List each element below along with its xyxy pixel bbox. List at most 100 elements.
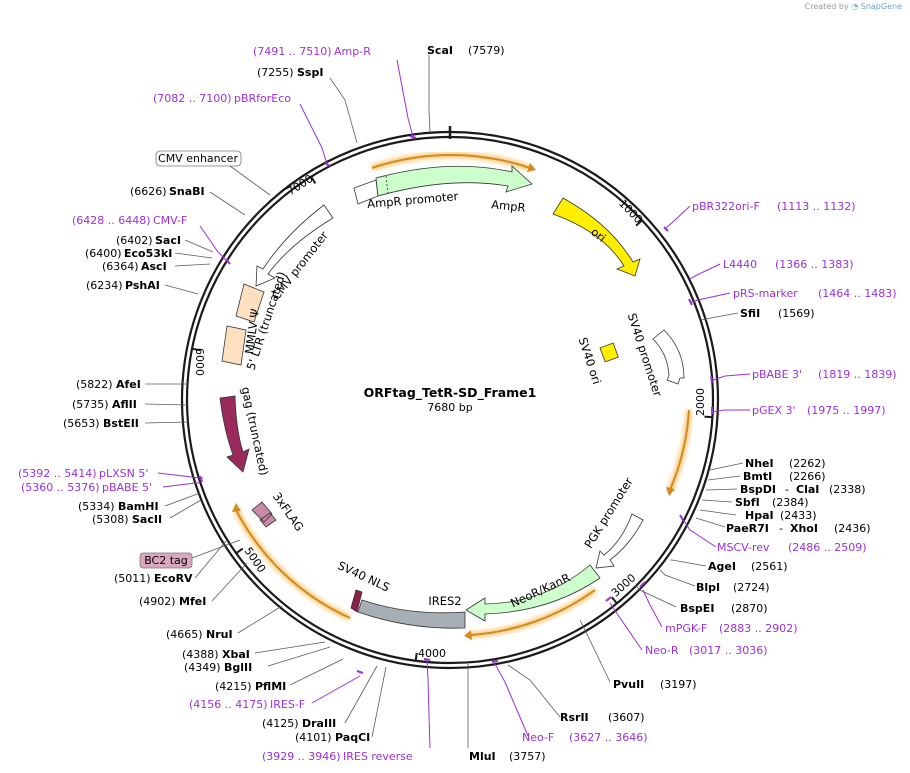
snapgene-logo-icon: ◔	[851, 2, 859, 11]
tick-label-2000: 2000	[694, 388, 707, 416]
orf-arc-gag-arrowhead	[232, 503, 241, 512]
enzyme-paer7i-pos: (2436)	[834, 522, 871, 535]
primer-neof: Neo-F	[522, 731, 554, 744]
enzyme-scai-pos: (7579)	[468, 44, 505, 57]
label-ampr: AmpR	[491, 197, 527, 215]
enzyme-saci-pos: (6402)	[116, 234, 153, 247]
enzyme-xbai-pos: (4388)	[182, 648, 219, 661]
enzyme-clai: ClaI	[796, 483, 819, 496]
enzyme-asci: AscI	[141, 260, 167, 273]
enzyme-mlui: MluI	[469, 750, 496, 763]
enzyme-paer7i-sep: -	[779, 522, 783, 535]
tick-label-6000: 6000	[193, 348, 206, 376]
primer-neor-range: (3017 .. 3036)	[689, 644, 768, 657]
enzyme-bmti-pos: (2266)	[789, 470, 826, 483]
orf-arc-neo	[667, 409, 692, 492]
primer-pbrforeco-range: (7082 .. 7100)	[153, 92, 232, 105]
enzyme-rsrii: RsrII	[560, 711, 589, 724]
bc2-tag-box: BC2 tag	[139, 539, 241, 569]
orf-arc-gag-line	[235, 509, 351, 619]
tick-mark-7000	[310, 176, 317, 184]
primer-l4440-range: (1366 .. 1383)	[775, 258, 854, 271]
enzyme-afei-pos: (5822)	[76, 378, 113, 391]
primer-plxsn: pLXSN 5'	[99, 467, 148, 480]
feature-gag	[219, 395, 250, 473]
tick-mark-2000	[704, 415, 713, 419]
primer-mscvrev-range: (2486 .. 2509)	[788, 541, 867, 554]
watermark-prefix: Created by	[804, 2, 849, 11]
tick-mark-6000	[191, 347, 201, 352]
orf-arc-neo-arrowhead	[666, 487, 675, 496]
primer-iresf: IRES-F	[270, 698, 305, 711]
enzyme-bspdi-pos: (2338)	[829, 483, 866, 496]
primer-ampr: Amp-R	[334, 45, 371, 58]
orf-arc-ampr-arrowhead	[527, 163, 536, 172]
feature-ori	[552, 197, 641, 277]
enzyme-nrui: NruI	[206, 628, 233, 641]
enzyme-bspei: BspEI	[680, 602, 714, 615]
enzyme-pflmi: PflMI	[255, 680, 286, 693]
enzyme-nhei-pos: (2262)	[789, 457, 826, 470]
ampr-dotted-divider	[385, 175, 389, 195]
features	[219, 165, 685, 629]
enzyme-pflmi-pos: (4215)	[215, 680, 252, 693]
orf-arc-ampr-line	[371, 154, 531, 169]
primer-pbrforeco: pBRforEco	[234, 92, 291, 105]
enzyme-paer7i: PaeR7I	[726, 522, 769, 535]
primer-mpgkf-range: (2883 .. 2902)	[719, 622, 798, 635]
feature-sv40-promoter	[652, 329, 685, 385]
primer-prsmarker: pRS-marker	[733, 287, 798, 300]
enzyme-pshai-pos: (6234)	[86, 279, 123, 292]
bc2-tag-leader	[191, 539, 241, 559]
primer-pbr322orif: pBR322ori-F	[692, 200, 760, 213]
feature-neor-kanr	[465, 564, 601, 622]
enzyme-aflii-pos: (5735)	[72, 398, 109, 411]
enzyme-sacii: SacII	[132, 513, 162, 526]
orf-arc-neo-line	[669, 409, 690, 491]
enzyme-bamhi-pos: (5334)	[78, 500, 115, 513]
bc2-tag-frame	[139, 552, 193, 569]
orf-arcs	[232, 152, 692, 640]
enzyme-bspdi-sep: -	[785, 483, 789, 496]
enzyme-pvuii: PvuII	[613, 678, 644, 691]
enzyme-xbai: XbaI	[222, 648, 250, 661]
enzyme-saci: SacI	[155, 234, 181, 247]
plasmid-name: ORFtag_TetR-SD_Frame1	[364, 385, 537, 401]
leader-lines	[144, 55, 751, 749]
enzyme-draiii: DraIII	[302, 717, 336, 730]
enzyme-bspei-pos: (2870)	[731, 602, 768, 615]
enzyme-blpi: BlpI	[696, 581, 720, 594]
enzyme-sacii-pos: (5308)	[92, 513, 129, 526]
enzyme-pvuii-pos: (3197)	[660, 678, 697, 691]
enzyme-bsteii-pos: (5653)	[63, 417, 100, 430]
enzyme-sbfi-pos: (2384)	[772, 496, 809, 509]
tick-labels: 1000 2000 3000 4000 5000 6000 7000	[193, 172, 707, 660]
enzyme-mlui-pos: (3757)	[509, 750, 546, 763]
enzyme-ecorv-pos: (5011)	[114, 572, 151, 585]
orf-arc-kan-line	[469, 589, 596, 636]
snapgene-watermark: Created by ◔ SnapGene	[805, 2, 902, 11]
enzyme-sbfi: SbfI	[735, 496, 760, 509]
primer-iresrev-range: (3929 .. 3946)	[262, 750, 341, 763]
primer-iresrev: IRES reverse	[343, 750, 413, 763]
enzyme-afei: AfeI	[116, 378, 141, 391]
label-3xflag: 3xFLAG	[270, 490, 307, 534]
feature-ampr	[375, 165, 533, 197]
feature-mmlv-psi	[221, 325, 247, 366]
enzyme-bglii-pos: (4349)	[184, 661, 221, 674]
enzyme-ecorv: EcoRV	[154, 572, 193, 585]
tick-mark-3000	[610, 596, 618, 604]
cmv-enhancer-frame	[155, 150, 242, 167]
primer-mpgkf: mPGK-F	[665, 622, 707, 635]
enzyme-snabi: SnaBI	[169, 185, 205, 198]
tick-label-7000: 7000	[285, 172, 316, 198]
primer-ampr-range: (7491 .. 7510)	[253, 45, 332, 58]
enzyme-blpi-pos: (2724)	[733, 581, 770, 594]
feature-5-ltr	[235, 283, 265, 323]
primer-pbabe3: pBABE 3'	[752, 368, 802, 381]
primer-pgex3-range: (1975 .. 1997)	[807, 404, 886, 417]
primer-iresf-range: (4156 .. 4175)	[189, 698, 268, 711]
primer-neor: Neo-R	[645, 644, 679, 657]
primer-mscvrev: MSCV-rev	[717, 541, 770, 554]
